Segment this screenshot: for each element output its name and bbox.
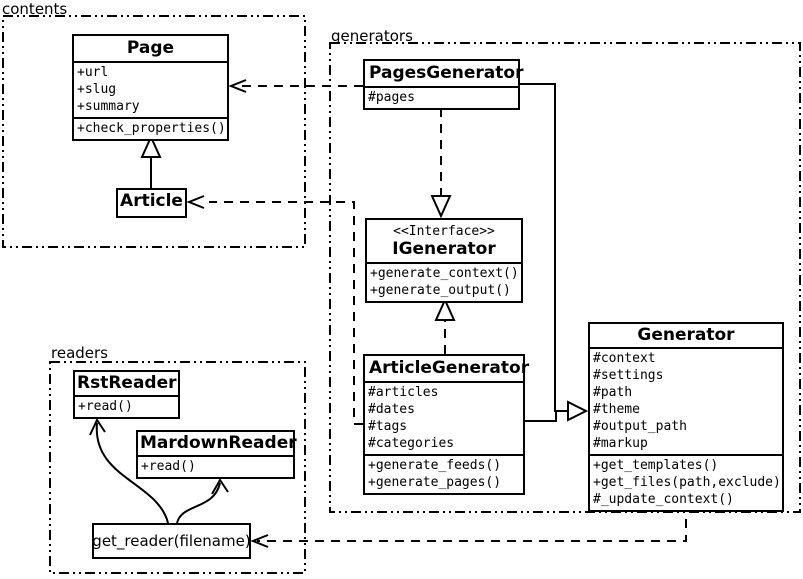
class-pagesgenerator-title: PagesGenerator	[369, 63, 524, 83]
class-page-title: Page	[126, 38, 175, 58]
interface-stereotype: <<Interface>>	[393, 224, 495, 239]
class-igenerator-methods: +generate_context() +generate_output()	[367, 262, 521, 301]
get-reader-label: get_reader(filename)	[92, 532, 251, 550]
class-page-attributes: +url +slug +summary	[74, 61, 227, 117]
attribute: #settings	[593, 368, 664, 383]
class-igenerator-name: IGenerator	[392, 239, 496, 259]
method: +check_properties()	[77, 121, 226, 136]
getreader-to-rstreader-curve	[95, 422, 169, 524]
class-igenerator-title: <<Interface>> IGenerator	[367, 220, 521, 262]
attribute: +slug	[77, 82, 117, 97]
attribute: +url	[77, 65, 109, 80]
generator-to-getreader-dashed-line	[257, 503, 687, 542]
method: +generate_pages()	[368, 475, 502, 490]
class-mardownreader: MardownReader +read()	[136, 430, 297, 479]
pagesgenerator-to-igenerator-triangle-icon	[430, 195, 452, 219]
get-reader-box: get_reader(filename)	[92, 523, 251, 559]
method: +generate_output()	[370, 283, 511, 298]
class-mardownreader-methods: +read()	[138, 455, 293, 477]
attribute: #pages	[368, 90, 415, 105]
class-pagesgenerator: PagesGenerator #pages	[363, 59, 524, 110]
method: +read()	[141, 459, 196, 474]
method: +read()	[78, 399, 133, 414]
attribute: #theme	[593, 402, 640, 417]
generators-package-border	[329, 42, 801, 513]
contents-package-border	[2, 15, 306, 248]
class-rstreader: RstReader +read()	[73, 370, 180, 419]
pagesgenerator-to-generator-line	[520, 83, 568, 412]
attribute: #markup	[593, 436, 648, 451]
readers-package-label: readers	[51, 344, 108, 362]
class-articlegenerator-methods: +generate_feeds() +generate_pages()	[365, 454, 523, 493]
class-articlegenerator-title: ArticleGenerator	[369, 358, 530, 378]
class-generator-methods: +get_templates() +get_files(path,exclude…	[590, 454, 782, 510]
class-pagesgenerator-attributes: #pages	[365, 86, 518, 108]
class-article-title: Article	[120, 191, 183, 211]
method: +generate_context()	[370, 266, 519, 281]
class-article: Article	[116, 188, 187, 218]
attribute: +summary	[77, 99, 140, 114]
method: #_update_context()	[593, 492, 734, 507]
articlegenerator-to-article-dashed-line	[209, 201, 363, 425]
articlegenerator-to-generator-line	[525, 411, 557, 422]
attribute: #dates	[368, 402, 415, 417]
generator-to-getreader-arrowhead-icon	[250, 534, 269, 548]
attribute: #output_path	[593, 419, 687, 434]
class-rstreader-title: RstReader	[77, 373, 177, 393]
generator-generalization-triangle-icon	[567, 400, 589, 422]
class-articlegenerator: ArticleGenerator #articles #dates #tags …	[363, 354, 530, 495]
method: +generate_feeds()	[368, 458, 502, 473]
method: +get_files(path,exclude)	[593, 475, 781, 490]
getreader-to-rstreader-arrowhead-icon	[89, 417, 106, 436]
class-page-methods: +check_properties()	[74, 117, 227, 139]
class-igenerator: <<Interface>> IGenerator +generate_conte…	[365, 218, 523, 303]
attribute: #path	[593, 385, 633, 400]
class-rstreader-methods: +read()	[75, 395, 178, 417]
class-generator: Generator #context #settings #path #them…	[588, 322, 784, 512]
getreader-to-mardownreader-arrowhead-icon	[211, 478, 229, 495]
article-to-page-triangle-icon	[140, 134, 162, 158]
class-articlegenerator-attributes: #articles #dates #tags #categories	[365, 381, 523, 454]
articlegenerator-to-article-arrowhead-icon	[186, 195, 205, 209]
attribute: #tags	[368, 419, 408, 434]
contents-package-label: contents	[2, 0, 68, 18]
attribute: #articles	[368, 385, 439, 400]
readers-package-border	[49, 361, 306, 574]
articlegenerator-to-igenerator-triangle-icon	[434, 297, 456, 321]
getreader-to-mardownreader-curve	[176, 482, 221, 524]
class-generator-title: Generator	[637, 325, 735, 345]
method: +get_templates()	[593, 458, 719, 473]
class-page: Page +url +slug +summary +check_properti…	[72, 34, 229, 141]
attribute: #context	[593, 351, 656, 366]
generators-package-label: generators	[331, 27, 413, 45]
pagesgenerator-to-page-arrowhead-icon	[228, 79, 247, 93]
class-generator-attributes: #context #settings #path #theme #output_…	[590, 347, 782, 454]
attribute: #categories	[368, 436, 455, 451]
class-mardownreader-title: MardownReader	[140, 433, 297, 453]
